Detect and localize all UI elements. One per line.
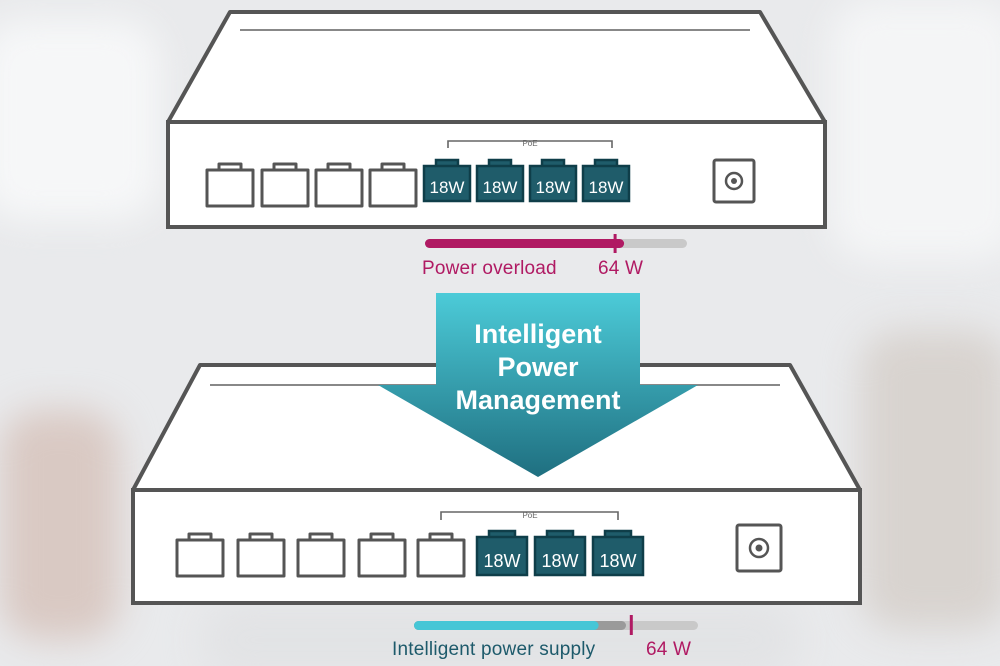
poe-port: 18W [475, 158, 525, 203]
supply-label: Intelligent power supply [392, 639, 596, 660]
supply-caption: Intelligent power supply 64 W [392, 639, 691, 661]
supply-limit-marker [629, 615, 633, 635]
poe-port: 18W [422, 158, 472, 203]
top-switch: PoE 18W 18W 18W 18W [166, 10, 827, 229]
lan-port [236, 532, 286, 578]
arrow-caption: Intelligent Power Management [405, 318, 671, 417]
lan-port [357, 532, 407, 578]
bottom-switch-ports: PoE 18W 18W 18W [175, 511, 783, 578]
power-jack [712, 158, 756, 204]
lan-port [175, 532, 225, 578]
power-jack [735, 523, 783, 573]
floor-shape [200, 600, 800, 666]
overload-bar [425, 234, 687, 253]
port-wattage: 18W [599, 551, 636, 571]
lan-port [205, 162, 255, 208]
window-light [830, 0, 1000, 260]
poe-label: PoE [522, 511, 537, 520]
overload-marker [613, 234, 617, 253]
intelligent-power-management-arrow [378, 293, 698, 477]
overload-label: Power overload [422, 258, 557, 279]
window-light [0, 20, 160, 220]
supply-value: 64 W [646, 639, 692, 660]
poe-bracket [440, 511, 619, 520]
overload-fill [425, 239, 625, 248]
poe-port: 18W [581, 158, 631, 203]
lan-port [314, 162, 364, 208]
arrow-line: Intelligent [474, 319, 602, 349]
lan-port [260, 162, 310, 208]
person-silhouette [0, 410, 120, 640]
port-wattage: 18W [589, 178, 624, 197]
poe-port: 18W [591, 529, 645, 577]
overload-value: 64 W [598, 258, 644, 279]
supply-bar [414, 615, 698, 635]
supply-fill [414, 621, 599, 630]
arrow-line: Management [455, 385, 621, 415]
poe-label: PoE [522, 139, 537, 148]
port-wattage: 18W [430, 178, 465, 197]
port-wattage: 18W [541, 551, 578, 571]
arrow-line: Power [497, 352, 579, 382]
poe-port: 18W [528, 158, 578, 203]
lan-port [296, 532, 346, 578]
office-shape [860, 330, 1000, 630]
poe-port: 18W [475, 529, 529, 577]
port-wattage: 18W [536, 178, 571, 197]
lan-port [416, 532, 466, 578]
port-wattage: 18W [483, 551, 520, 571]
poe-port: 18W [533, 529, 587, 577]
port-wattage: 18W [483, 178, 518, 197]
overload-caption: Power overload 64 W [422, 258, 643, 280]
poe-bracket [447, 140, 613, 148]
lan-port [368, 162, 418, 208]
